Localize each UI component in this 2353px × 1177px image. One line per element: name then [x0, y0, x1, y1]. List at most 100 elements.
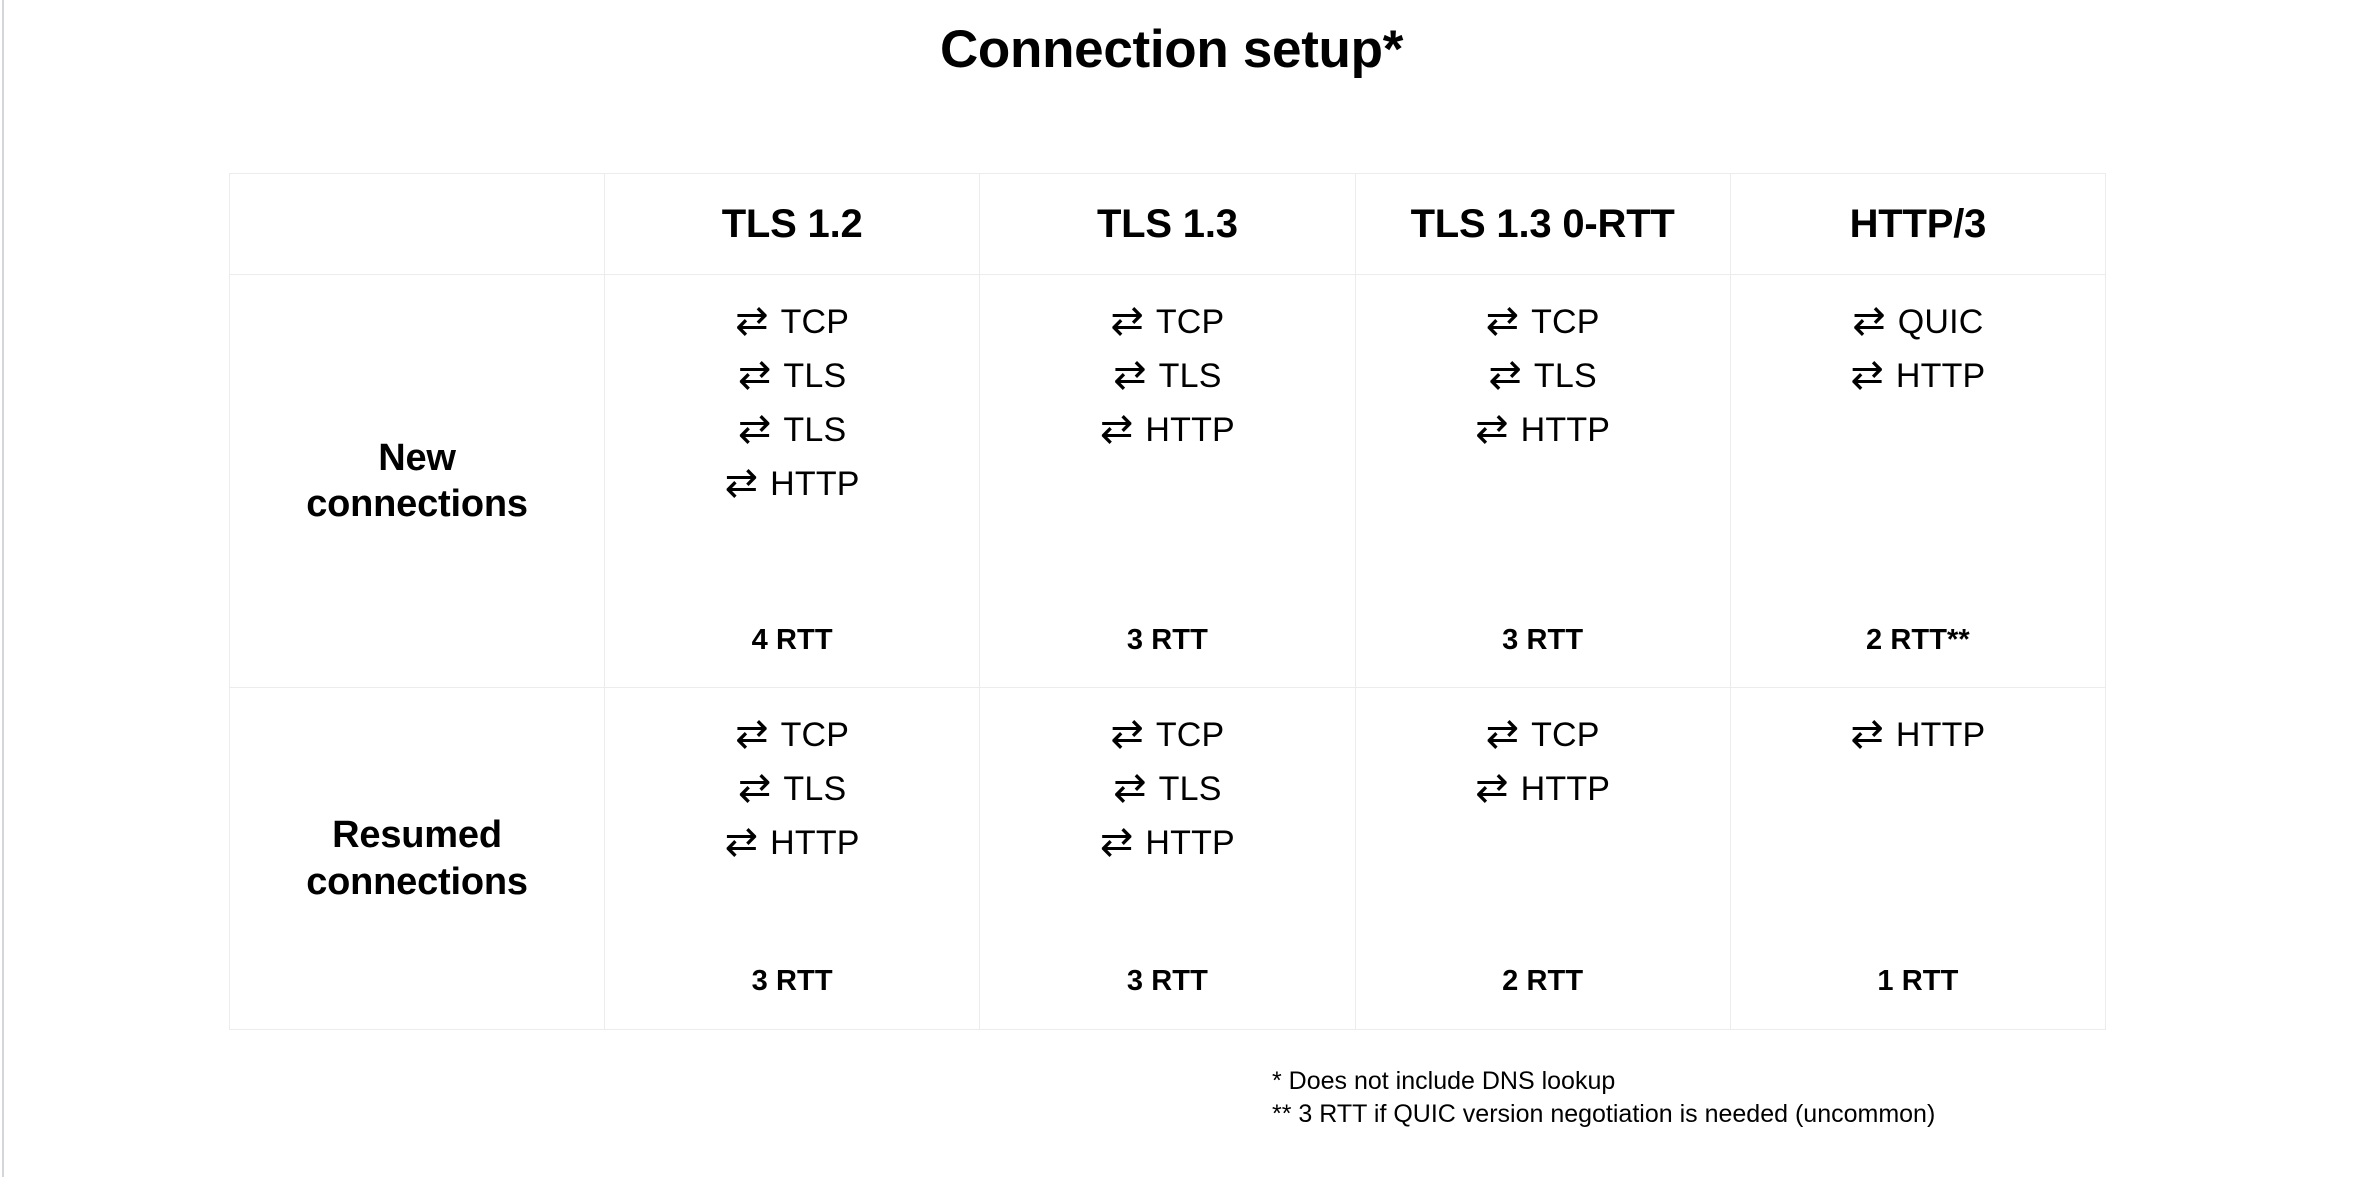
- step-label: TCP: [780, 303, 850, 341]
- page-title: Connection setup*: [0, 22, 2353, 78]
- table-row-resumed-connections: Resumed connections ⇄ TCP ⇄ TLS: [229, 687, 2107, 1030]
- step-item: ⇄ TLS: [1113, 353, 1221, 397]
- bidirectional-arrow-icon: ⇄: [737, 407, 772, 451]
- step-label: TLS: [1533, 357, 1597, 395]
- step-label: TLS: [783, 770, 847, 808]
- slide-left-edge-rule: [2, 0, 4, 1177]
- step-label: HTTP: [1520, 411, 1611, 449]
- step-list: ⇄ TCP ⇄ TLS ⇄ HTTP: [980, 712, 1354, 864]
- footnote-dns-lookup: * Does not include DNS lookup: [1272, 1067, 1616, 1095]
- bidirectional-arrow-icon: ⇄: [1488, 353, 1522, 397]
- bidirectional-arrow-icon: ⇄: [1110, 712, 1144, 756]
- step-label: HTTP: [770, 824, 860, 862]
- rtt-total: 3 RTT: [1502, 624, 1584, 656]
- column-header-tls13-0rtt: TLS 1.3 0-RTT: [1354, 173, 1731, 275]
- cell-new-tls13: ⇄ TCP ⇄ TLS ⇄ HTTP 3 RTT: [979, 274, 1356, 688]
- rtt-total: 2 RTT: [1502, 965, 1584, 997]
- bidirectional-arrow-icon: ⇄: [737, 353, 772, 397]
- step-label: TCP: [1531, 716, 1600, 754]
- step-item: ⇄ HTTP: [1475, 407, 1611, 451]
- step-list: ⇄ TCP ⇄ HTTP: [1356, 714, 1730, 810]
- footnotes: * Does not include DNS lookup ** 3 RTT i…: [1272, 1065, 1935, 1131]
- cell-resumed-tls12: ⇄ TCP ⇄ TLS ⇄ HTTP 3 RTT: [603, 687, 981, 1030]
- column-header-http3: HTTP/3: [1729, 173, 2107, 275]
- bidirectional-arrow-icon: ⇄: [1099, 407, 1134, 451]
- step-item: ⇄ HTTP: [724, 461, 860, 505]
- footnote-quic-version-negotiation: ** 3 RTT if QUIC version negotiation is …: [1272, 1100, 1936, 1128]
- step-item: ⇄ TLS: [737, 407, 847, 451]
- cell-resumed-tls13-0rtt: ⇄ TCP ⇄ HTTP 2 RTT: [1354, 687, 1731, 1030]
- bidirectional-arrow-icon: ⇄: [1113, 766, 1147, 810]
- bidirectional-arrow-icon: ⇄: [1852, 299, 1886, 343]
- step-item: ⇄ TCP: [1486, 714, 1600, 755]
- step-item: ⇄ TCP: [1485, 299, 1600, 343]
- step-item: ⇄ HTTP: [1850, 353, 1986, 397]
- step-label: HTTP: [1145, 824, 1235, 862]
- cell-new-tls13-0rtt: ⇄ TCP ⇄ TLS ⇄ HTTP 3 RTT: [1354, 274, 1731, 688]
- step-item: ⇄ TLS: [1113, 766, 1222, 810]
- rtt-total: 3 RTT: [1126, 624, 1208, 656]
- bidirectional-arrow-icon: ⇄: [735, 299, 769, 343]
- bidirectional-arrow-icon: ⇄: [1485, 299, 1520, 343]
- step-item: ⇄ TLS: [1488, 353, 1597, 397]
- step-item: ⇄ TLS: [737, 353, 847, 397]
- step-label: HTTP: [1895, 716, 1986, 754]
- step-label: HTTP: [770, 465, 860, 503]
- rtt-total: 2 RTT**: [1865, 624, 1970, 656]
- step-item: ⇄ HTTP: [1099, 820, 1235, 864]
- step-item: ⇄ TCP: [735, 712, 850, 756]
- connection-setup-table: TLS 1.2 TLS 1.3 TLS 1.3 0-RTT HTTP/3 New…: [229, 173, 2107, 1030]
- step-label: TCP: [780, 716, 850, 754]
- step-label: TLS: [783, 411, 847, 449]
- step-item: ⇄ HTTP: [724, 820, 860, 864]
- step-label: TCP: [1155, 303, 1225, 341]
- bidirectional-arrow-icon: ⇄: [735, 712, 769, 756]
- step-list: ⇄ HTTP: [1731, 712, 2105, 756]
- table-row-new-connections: New connections ⇄ TCP ⇄ TLS: [229, 274, 2107, 688]
- rtt-total: 4 RTT: [751, 624, 833, 656]
- column-header-tls13: TLS 1.3: [979, 173, 1356, 275]
- bidirectional-arrow-icon: ⇄: [1850, 712, 1884, 756]
- bidirectional-arrow-icon: ⇄: [737, 766, 772, 810]
- step-list: ⇄ QUIC ⇄ HTTP: [1731, 299, 2105, 397]
- row-label-resumed-connections: Resumed connections: [229, 687, 605, 1030]
- step-item: ⇄ QUIC: [1852, 299, 1984, 343]
- step-label: TCP: [1531, 303, 1600, 341]
- row-label-line-1: Resumed: [332, 814, 502, 857]
- step-label: TLS: [783, 357, 847, 395]
- step-list: ⇄ TCP ⇄ TLS ⇄ HTTP: [1356, 299, 1730, 451]
- cell-new-tls12: ⇄ TCP ⇄ TLS ⇄ TLS ⇄ HTTP: [603, 274, 981, 688]
- step-list: ⇄ TCP ⇄ TLS ⇄ HTTP: [605, 712, 979, 864]
- row-label-line-2: connections: [306, 483, 528, 525]
- step-label: TLS: [1158, 770, 1222, 808]
- row-label-new-connections: New connections: [229, 274, 605, 688]
- step-item: ⇄ HTTP: [1099, 407, 1235, 451]
- bidirectional-arrow-icon: ⇄: [1113, 353, 1147, 397]
- step-list: ⇄ TCP ⇄ TLS ⇄ TLS ⇄ HTTP: [605, 299, 979, 505]
- row-label-line-2: connections: [306, 860, 528, 903]
- bidirectional-arrow-icon: ⇄: [724, 820, 759, 864]
- bidirectional-arrow-icon: ⇄: [724, 461, 759, 505]
- step-label: HTTP: [1145, 411, 1235, 449]
- step-label: QUIC: [1897, 303, 1984, 341]
- cell-resumed-http3: ⇄ HTTP 1 RTT: [1729, 687, 2107, 1030]
- step-item: ⇄ TLS: [737, 766, 847, 810]
- bidirectional-arrow-icon: ⇄: [1110, 299, 1144, 343]
- step-label: HTTP: [1520, 770, 1611, 808]
- table-corner-cell: [229, 173, 605, 275]
- step-label: TCP: [1155, 716, 1225, 754]
- step-label: HTTP: [1895, 357, 1986, 395]
- row-label-line-1: New: [378, 436, 456, 479]
- step-item: ⇄ HTTP: [1475, 766, 1611, 810]
- cell-new-http3: ⇄ QUIC ⇄ HTTP 2 RTT**: [1729, 274, 2107, 688]
- step-item: ⇄ HTTP: [1850, 712, 1986, 756]
- step-list: ⇄ TCP ⇄ TLS ⇄ HTTP: [980, 299, 1354, 451]
- bidirectional-arrow-icon: ⇄: [1850, 353, 1884, 397]
- rtt-total: 1 RTT: [1877, 965, 1959, 997]
- cell-resumed-tls13: ⇄ TCP ⇄ TLS ⇄ HTTP 3 RTT: [979, 687, 1356, 1030]
- bidirectional-arrow-icon: ⇄: [1099, 820, 1134, 864]
- step-item: ⇄ TCP: [735, 299, 850, 343]
- bidirectional-arrow-icon: ⇄: [1475, 407, 1509, 451]
- step-item: ⇄ TCP: [1110, 712, 1225, 756]
- bidirectional-arrow-icon: ⇄: [1475, 766, 1509, 810]
